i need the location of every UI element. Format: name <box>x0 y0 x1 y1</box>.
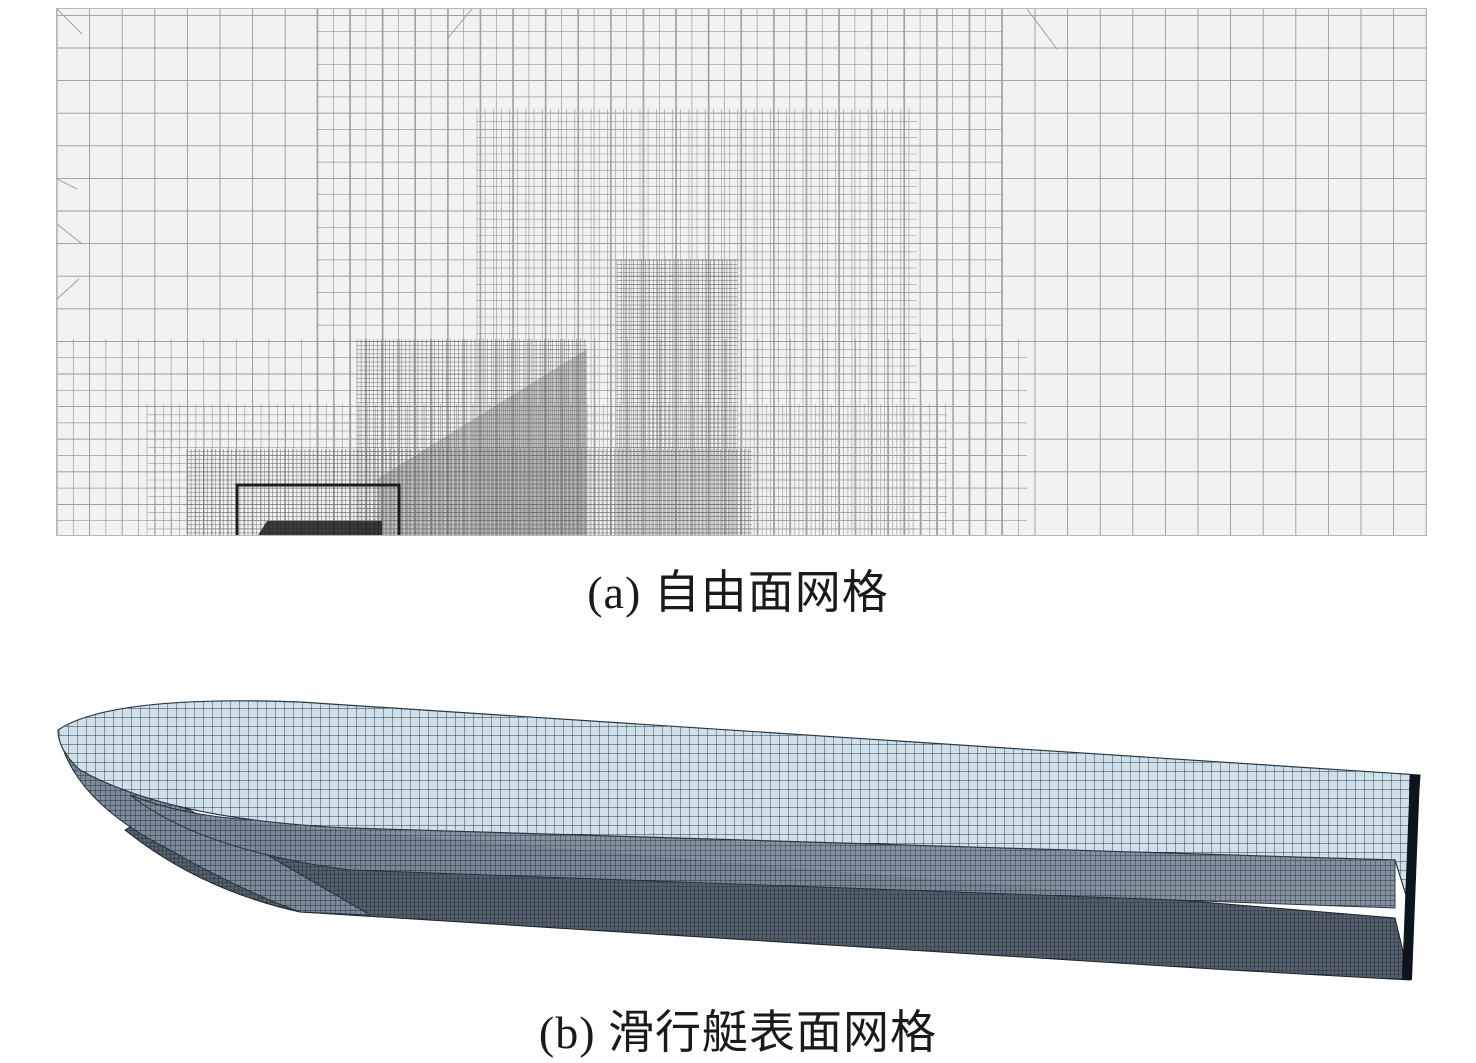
wake-refinement-region <box>377 349 587 535</box>
caption-free-surface-mesh: (a) 自由面网格 <box>587 567 889 618</box>
free-surface-mesh-panel <box>56 8 1427 536</box>
hull-refinement-box <box>235 483 401 535</box>
hull-chine-band-mesh <box>129 794 1396 909</box>
mesh-diagonal-edges <box>57 9 1058 300</box>
free-surface-mesh-image <box>57 9 1426 535</box>
mesh-grid-lines <box>616 259 737 535</box>
hull-transom <box>1402 775 1420 980</box>
hull-waterline-section <box>258 521 382 535</box>
planing-hull-surface-mesh-panel <box>50 690 1430 990</box>
caption-hull-surface-mesh: (b) 滑行艇表面网格 <box>538 1007 938 1058</box>
hull-surface-mesh-image <box>57 700 1421 981</box>
mesh-grid-lines <box>356 339 587 535</box>
hull-deck-mesh <box>57 700 1421 909</box>
